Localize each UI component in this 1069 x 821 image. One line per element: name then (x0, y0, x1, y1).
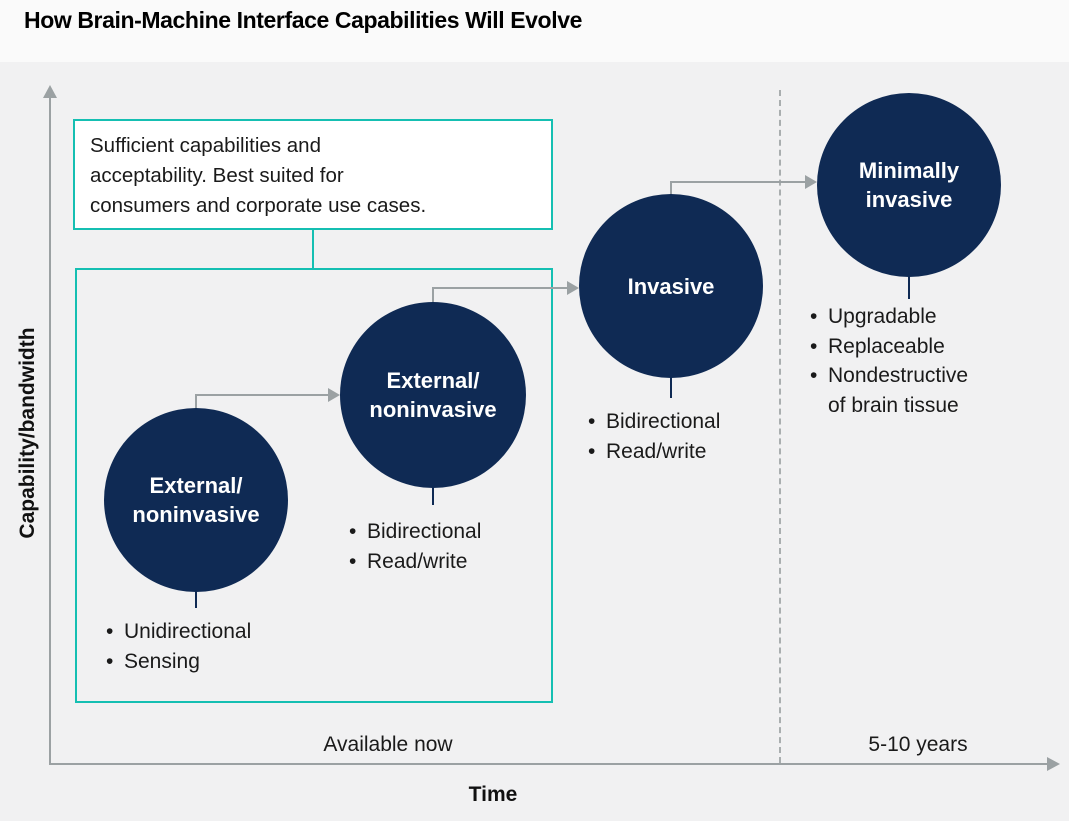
bullet-item: • Unidirectional (106, 617, 251, 647)
bullet-text: Nondestructive of brain tissue (828, 364, 969, 417)
bullet-item: • Bidirectional (349, 517, 481, 547)
connector-3-vertical (670, 181, 672, 196)
stage-2-bullet-list: • Bidirectional • Read/write (349, 517, 481, 576)
bullet-marker: • (810, 305, 818, 328)
bullet-item: • Read/write (349, 547, 481, 577)
stage-4-stem-line (908, 276, 910, 299)
stage-2-stem-line (432, 487, 434, 505)
annotation-callout: Sufficient capabilities and acceptabilit… (73, 119, 553, 230)
connector-2-vertical (432, 287, 434, 304)
connector-2-horizontal (432, 287, 567, 289)
connector-3-horizontal (670, 181, 805, 183)
bullet-item: • Read/write (588, 437, 720, 467)
connector-1-horizontal (195, 394, 328, 396)
stage-circle-invasive: Invasive (579, 194, 763, 378)
bullet-marker: • (349, 549, 357, 573)
bullet-text: Read/write (606, 439, 707, 463)
stage-circle-external-noninvasive-2: External/ noninvasive (340, 302, 526, 488)
bullet-marker: • (588, 439, 596, 463)
timeline-divider-dashed-line (779, 90, 781, 763)
connector-3-arrowhead-icon (805, 175, 817, 189)
bullet-marker: • (106, 620, 114, 643)
stage-4-bullet-list: • Upgradable • Replaceable • Nondestruct… (810, 302, 968, 420)
y-axis-arrow-up-icon (43, 85, 57, 98)
stage-circle-minimally-invasive: Minimally invasive (817, 93, 1001, 277)
bullet-item: • Replaceable (810, 332, 968, 362)
bullet-marker: • (810, 364, 818, 387)
bullet-marker: • (588, 410, 596, 433)
x-axis-arrow-right-icon (1047, 757, 1060, 771)
bullet-text: Unidirectional (124, 620, 252, 643)
bullet-item: • Sensing (106, 647, 251, 677)
stage-1-bullet-list: • Unidirectional • Sensing (106, 617, 251, 676)
timeline-label-now: Available now (323, 733, 453, 756)
x-axis-label: Time (468, 783, 518, 806)
bullet-item: • Upgradable (810, 302, 968, 332)
page-title: How Brain-Machine Interface Capabilities… (24, 7, 582, 33)
bullet-text: Replaceable (828, 334, 945, 358)
bullet-text: Sensing (124, 649, 200, 673)
bullet-marker: • (106, 649, 114, 673)
bullet-item: • Nondestructive of brain tissue (810, 361, 968, 420)
bullet-marker: • (810, 334, 818, 358)
bullet-text: Bidirectional (367, 520, 482, 543)
connector-2-arrowhead-icon (567, 281, 579, 295)
bullet-item: • Bidirectional (588, 407, 720, 437)
connector-1-vertical (195, 394, 197, 410)
bullet-text: Bidirectional (606, 410, 721, 433)
stage-1-stem-line (195, 591, 197, 608)
x-axis-line (49, 763, 1048, 765)
bullet-text: Upgradable (828, 305, 937, 328)
bullet-text: Read/write (367, 549, 468, 573)
timeline-label-future: 5-10 years (868, 733, 968, 756)
stage-circle-external-noninvasive-1: External/ noninvasive (104, 408, 288, 592)
y-axis-label: Capability/bandwidth (16, 327, 39, 539)
y-axis-line (49, 96, 51, 764)
available-now-group-box (75, 268, 553, 703)
bullet-marker: • (349, 520, 357, 543)
stage-3-stem-line (670, 377, 672, 398)
annotation-connector-line (312, 230, 314, 268)
connector-1-arrowhead-icon (328, 388, 340, 402)
stage-3-bullet-list: • Bidirectional • Read/write (588, 407, 720, 466)
